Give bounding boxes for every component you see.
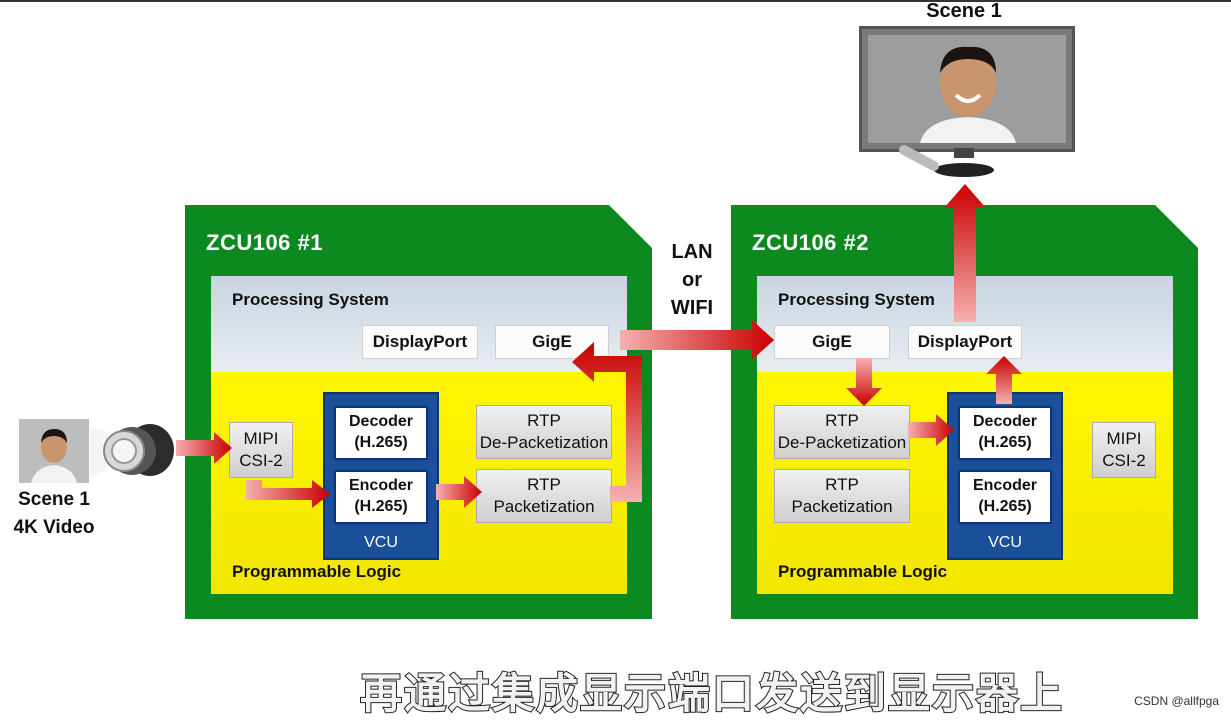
board-1-mipi-line1: MIPI: [243, 428, 279, 448]
video-subtitle: 再通过集成显示端口发送到显示器上: [359, 669, 1065, 718]
board-2-displayport: DisplayPort: [908, 325, 1022, 359]
board-2-gige: GigE: [774, 325, 890, 359]
board-1-gige: GigE: [495, 325, 609, 359]
monitor: [859, 26, 1075, 152]
board-2-rtp-depacketization: RTP De-Packetization: [774, 405, 910, 459]
board-1-encoder-line2: (H.265): [354, 498, 408, 515]
board-2-rtp-pack-line1: RTP: [825, 474, 859, 494]
board-1-title: ZCU106 #1: [206, 230, 324, 255]
monitor-scene-label: Scene 1: [926, 0, 1002, 22]
board-2-vcu-label: VCU: [988, 534, 1022, 551]
board-1-encoder-line1: Encoder: [348, 477, 413, 495]
board-1-vcu-label: VCU: [364, 534, 398, 551]
board-1-pl-label: Programmable Logic: [232, 562, 402, 581]
board-1-ps-label: Processing System: [232, 290, 389, 309]
link-label-line3: WIFI: [670, 297, 714, 319]
board-2-rtp-packetization: RTP Packetization: [774, 469, 910, 523]
board-2-vcu: Decoder (H.265) Encoder (H.265) VCU: [947, 392, 1063, 560]
board-2-rtp-depack-line2: De-Packetization: [777, 433, 907, 452]
board-2-encoder: Encoder (H.265): [958, 470, 1052, 524]
source-person-image: [19, 419, 89, 483]
board-2-decoder: Decoder (H.265): [958, 406, 1052, 460]
source-label: Scene 1 4K Video: [4, 486, 104, 541]
board-1-rtp-depack-line2: De-Packetization: [479, 433, 609, 452]
board-1-displayport: DisplayPort: [362, 325, 478, 359]
board-2-encoder-line2: (H.265): [978, 498, 1032, 515]
board-2-mipi-line1: MIPI: [1106, 428, 1142, 448]
source-label-line2: 4K Video: [13, 516, 95, 538]
board-1-rtp-depack-line1: RTP: [527, 410, 561, 430]
board-1-rtp-packetization: RTP Packetization: [476, 469, 612, 523]
board-2-encoder-line1: Encoder: [972, 477, 1037, 495]
monitor-screen: [868, 35, 1066, 143]
source-scene-thumbnail: [19, 419, 89, 483]
board-2-rtp-depack-line1: RTP: [825, 410, 859, 430]
board-1-decoder-line2: (H.265): [354, 434, 408, 451]
board-1-mipi-line2: CSI-2: [239, 451, 283, 470]
board-2-mipi-line2: CSI-2: [1102, 451, 1146, 470]
board-1-rtp-pack-line1: RTP: [527, 474, 561, 494]
board-2-decoder-line1: Decoder: [972, 413, 1038, 431]
monitor-stand: [934, 148, 994, 177]
source-label-line1: Scene 1: [18, 489, 90, 510]
board-2-decoder-line2: (H.265): [978, 434, 1032, 451]
link-label: LAN or WIFI: [656, 238, 728, 322]
board-1-rtp-depacketization: RTP De-Packetization: [476, 405, 612, 459]
board-2-pl-label: Programmable Logic: [778, 562, 948, 581]
board-2-ps-label: Processing System: [778, 290, 935, 309]
board-1-encoder: Encoder (H.265): [334, 470, 428, 524]
board-1-vcu: Decoder (H.265) Encoder (H.265) VCU: [323, 392, 439, 560]
board-1-decoder: Decoder (H.265): [334, 406, 428, 460]
link-label-line1: LAN: [671, 241, 713, 263]
top-border-line: [0, 0, 1231, 2]
board-2-rtp-pack-line2: Packetization: [791, 497, 893, 516]
board-2-mipi-csi2: MIPI CSI-2: [1092, 422, 1156, 478]
board-2-title: ZCU106 #2: [752, 230, 870, 255]
watermark: CSDN @allfpga: [1134, 694, 1219, 708]
monitor-person-image: [868, 35, 1066, 143]
board-1-mipi-csi2: MIPI CSI-2: [229, 422, 293, 478]
board-1-rtp-pack-line2: Packetization: [493, 497, 595, 516]
link-label-line2: or: [682, 269, 702, 291]
board-1-decoder-line1: Decoder: [348, 413, 414, 431]
